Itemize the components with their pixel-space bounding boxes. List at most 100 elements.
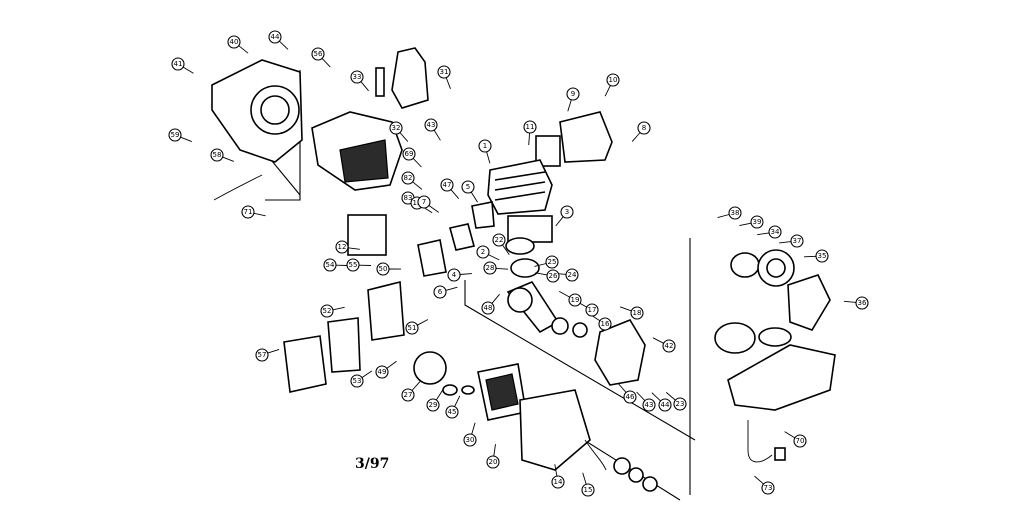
leader-line [267, 348, 280, 354]
svg-text:17: 17 [588, 306, 597, 314]
callout-20: 20 [486, 455, 500, 469]
spark-plug [375, 67, 385, 97]
svg-text:19: 19 [571, 296, 580, 304]
callout-37: 37 [790, 234, 804, 248]
callout-49: 49 [375, 365, 389, 379]
callout-56: 56 [311, 47, 325, 61]
callout-69: 69 [402, 147, 416, 161]
svg-text:37: 37 [793, 237, 802, 245]
callout-31: 31 [437, 65, 451, 79]
svg-text:29: 29 [429, 401, 438, 409]
callout-71: 71 [241, 205, 255, 219]
svg-text:6: 6 [438, 288, 443, 296]
svg-text:7: 7 [422, 198, 426, 206]
svg-text:11: 11 [526, 123, 535, 131]
svg-text:1: 1 [483, 142, 487, 150]
callout-10: 10 [606, 73, 620, 87]
leader-line [617, 383, 627, 393]
fuel-tank [727, 344, 836, 411]
leader-line [412, 181, 423, 190]
callout-17: 17 [585, 303, 599, 317]
callout-14: 14 [551, 475, 565, 489]
callout-32: 32 [389, 121, 403, 135]
air-filter-base [367, 280, 405, 341]
svg-text:23: 23 [676, 400, 685, 408]
svg-text:31: 31 [440, 68, 449, 76]
leader-line [454, 395, 461, 407]
leader-line [528, 132, 531, 146]
leader-line [417, 319, 429, 326]
callout-73: 73 [761, 481, 775, 495]
callout-6: 6 [433, 285, 447, 299]
svg-text:42: 42 [665, 342, 674, 350]
svg-text:49: 49 [378, 368, 387, 376]
svg-text:24: 24 [568, 271, 577, 279]
callout-43: 43 [424, 118, 438, 132]
svg-text:40: 40 [230, 38, 239, 46]
callout-47: 47 [440, 178, 454, 192]
callout-57: 57 [255, 348, 269, 362]
leader-line [360, 81, 369, 92]
callout-7: 7 [417, 195, 431, 209]
callout-36: 36 [855, 296, 869, 310]
leader-line [433, 129, 441, 141]
callout-35: 35 [815, 249, 829, 263]
leader-line [502, 244, 510, 255]
svg-text:27: 27 [404, 391, 413, 399]
leader-line [450, 189, 460, 199]
callout-46: 46 [623, 390, 637, 404]
callout-23: 23 [673, 397, 687, 411]
leader-line [844, 300, 857, 303]
muffler-gasket [535, 135, 561, 167]
svg-text:55: 55 [349, 261, 358, 269]
svg-text:2: 2 [481, 248, 485, 256]
leader-line [486, 151, 491, 164]
callout-18: 18 [630, 306, 644, 320]
callout-50: 50 [376, 262, 390, 276]
svg-text:12: 12 [338, 243, 347, 251]
svg-text:53: 53 [353, 377, 362, 385]
svg-text:52: 52 [323, 307, 332, 315]
leader-line [631, 132, 641, 142]
svg-text:69: 69 [405, 150, 414, 158]
callout-26: 26 [546, 269, 560, 283]
leader-line [619, 306, 632, 312]
svg-text:82: 82 [404, 174, 413, 182]
callout-2: 2 [476, 245, 490, 259]
date-code: 3/97 [355, 456, 389, 472]
svg-text:56: 56 [314, 50, 323, 58]
callout-58: 58 [210, 148, 224, 162]
svg-text:57: 57 [258, 351, 267, 359]
callout-25: 25 [545, 255, 559, 269]
callout-1: 1 [478, 139, 492, 153]
callout-28: 28 [483, 261, 497, 275]
svg-text:22: 22 [495, 236, 504, 244]
callouts: 41 40 44 56 59 58 33 31 32 43 69 71 9 10… [168, 30, 869, 497]
air-filter-cover [283, 335, 327, 393]
leader-line [347, 247, 360, 250]
callout-8: 8 [637, 121, 651, 135]
leader-line [471, 422, 476, 435]
callout-41: 41 [171, 57, 185, 71]
svg-text:26: 26 [549, 272, 558, 280]
parts-group [211, 47, 836, 492]
callout-16: 16 [598, 317, 612, 331]
leader-line [784, 431, 796, 439]
leader-line [493, 444, 496, 457]
leader-line [534, 263, 547, 267]
callout-44b: 44 [658, 398, 672, 412]
leader-line [554, 464, 558, 477]
leader-line [488, 254, 500, 261]
svg-text:83: 83 [404, 194, 413, 202]
clutch-drum [413, 351, 447, 385]
svg-text:45: 45 [448, 408, 457, 416]
piston-ring [505, 237, 535, 255]
svg-text:10: 10 [609, 76, 618, 84]
callout-42: 42 [662, 339, 676, 353]
callout-44: 44 [268, 30, 282, 44]
callout-5: 5 [461, 180, 475, 194]
svg-text:25: 25 [548, 258, 557, 266]
leader-line [238, 45, 249, 54]
svg-text:47: 47 [443, 181, 452, 189]
svg-text:16: 16 [601, 320, 610, 328]
